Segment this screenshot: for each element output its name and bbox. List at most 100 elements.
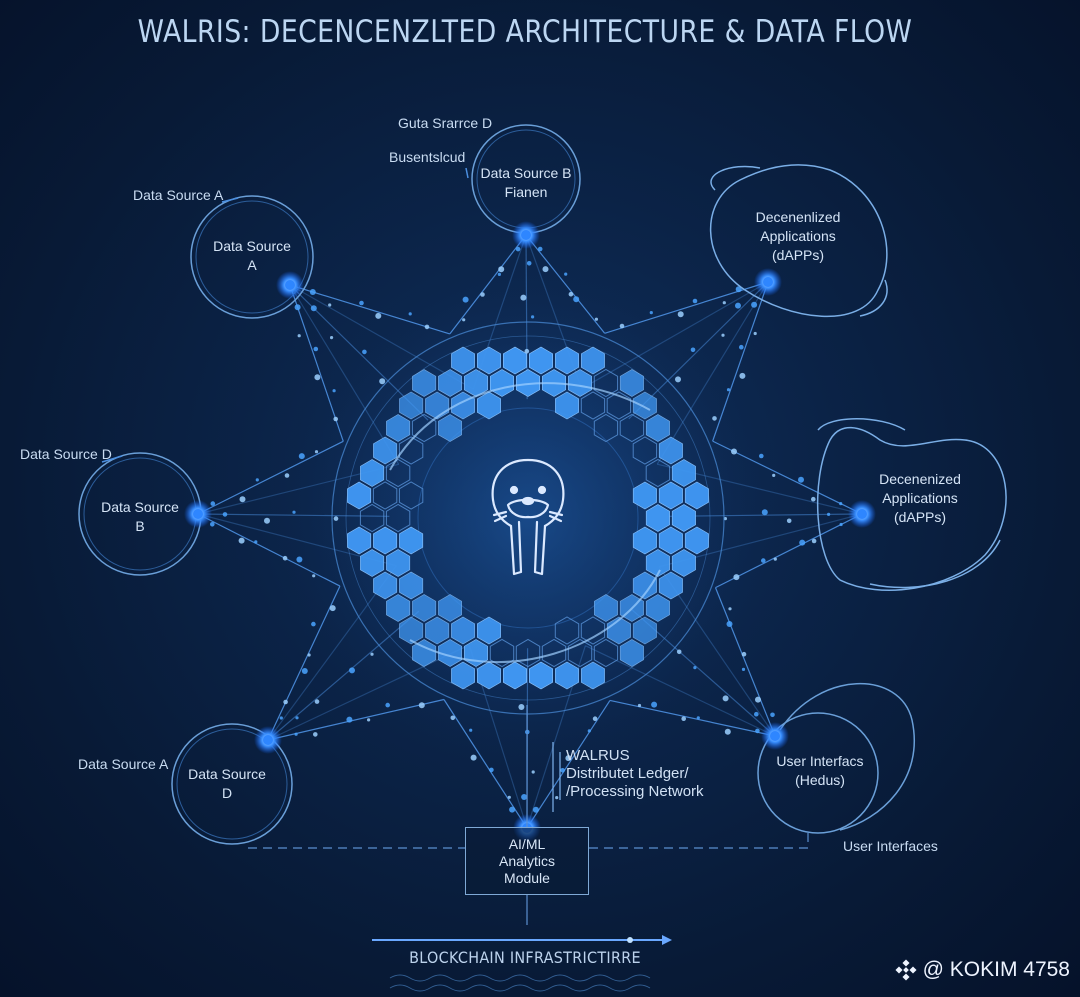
hexagon-cell — [684, 526, 709, 555]
hexagon-cell — [528, 661, 554, 690]
connection-line — [289, 284, 344, 442]
data-particle — [573, 296, 580, 303]
node-label-line: Data Source — [188, 766, 266, 782]
outer-label-top-a: Guta Srarrce D — [398, 115, 493, 131]
hexagon-cell — [451, 616, 476, 645]
hexagon-cell — [385, 503, 411, 533]
data-particle — [690, 347, 696, 353]
glow-swirl-bottom — [409, 569, 661, 663]
watermark: @ KOKIM 4758 — [895, 958, 1070, 982]
connection-line — [267, 565, 397, 741]
data-particle — [649, 311, 653, 315]
connection-line — [197, 513, 390, 517]
data-particle — [761, 509, 768, 516]
connection-line — [712, 281, 769, 442]
connection-line — [267, 585, 341, 741]
hexagon-cell — [658, 571, 683, 600]
data-particle — [309, 289, 316, 295]
outer-label-lower-left: Data Source A — [78, 756, 169, 772]
data-particle — [565, 755, 572, 762]
node-label-line: (Hedus) — [795, 772, 845, 788]
data-particle — [537, 246, 543, 252]
data-particle — [408, 312, 412, 316]
data-particle — [297, 334, 301, 338]
network-label-line: Distributet Ledger/ — [566, 765, 689, 782]
data-particle — [724, 728, 731, 735]
data-flow-particles — [210, 246, 843, 813]
hexagon-cell — [347, 526, 372, 555]
data-particle — [298, 453, 305, 460]
hexagon-cell — [580, 616, 606, 645]
outer-label-lower-right: User Interfaces — [843, 838, 938, 854]
hexagon-cell — [541, 638, 567, 668]
data-particle — [637, 703, 642, 708]
module-label-line: Module — [504, 869, 550, 886]
connection-line — [289, 284, 400, 465]
hexagon-node-grid — [347, 346, 709, 690]
data-particle — [307, 653, 311, 657]
data-particle — [330, 336, 334, 340]
data-particle — [560, 768, 565, 773]
node-label-line: Decenenlized — [755, 209, 841, 225]
data-particle — [507, 795, 511, 799]
data-particle — [375, 312, 382, 319]
hexagon-cell — [632, 616, 657, 645]
data-particle — [346, 716, 353, 723]
outer-label-left: Data Source D — [20, 446, 112, 462]
hub-dot — [263, 735, 273, 745]
hexagon-cell — [515, 369, 541, 397]
hexagon-cell — [554, 391, 580, 420]
connection-line — [525, 234, 606, 334]
data-particle — [526, 261, 532, 266]
hexagon-cell — [399, 391, 424, 420]
module-connectors — [248, 705, 809, 925]
node-label-upper-right: Decenenlized Applications (dAPPs) — [738, 208, 858, 265]
hexagon-cell — [593, 594, 618, 622]
data-particle — [515, 246, 521, 252]
hexagon-cell — [671, 504, 696, 532]
connection-line — [581, 281, 769, 390]
data-particle — [332, 389, 336, 393]
data-particle — [292, 510, 296, 514]
connection-line — [443, 699, 528, 829]
blockchain-infrastructure-label: BLOCKCHAIN INFRASTRICTIRRE — [409, 948, 641, 967]
module-label-line: Analytics — [498, 852, 556, 869]
data-particle — [521, 794, 528, 800]
hexagon-cell — [528, 346, 554, 375]
module-label-line: AI/ML — [508, 835, 546, 852]
data-particle — [313, 346, 319, 352]
hub-dot — [770, 731, 780, 741]
hexagon-cell — [476, 391, 502, 420]
network-label-line: WALRUS — [566, 747, 630, 764]
data-particle — [294, 732, 298, 736]
data-particle — [676, 649, 682, 655]
data-particle — [693, 666, 697, 670]
data-particle — [696, 716, 700, 720]
hexagon-cell — [412, 594, 437, 622]
node-label-line: (dAPPs) — [893, 509, 947, 525]
watermark-text: @ KOKIM 4758 — [922, 958, 1070, 981]
hexagon-cell — [619, 413, 645, 443]
hexagon-cell — [412, 639, 437, 667]
hexagon-cell — [373, 571, 398, 600]
hexagon-cell — [360, 459, 385, 487]
hexagon-cell — [619, 369, 644, 397]
data-particle — [301, 668, 308, 674]
data-particle — [839, 522, 843, 527]
node-label-line: Applications — [760, 228, 836, 244]
data-particle — [518, 704, 525, 710]
data-particle — [755, 728, 760, 734]
data-particle — [761, 558, 766, 563]
data-particle — [379, 378, 386, 385]
data-particle — [827, 512, 831, 517]
data-particle — [735, 286, 742, 293]
data-particle — [692, 298, 698, 304]
hexagon-cell — [438, 639, 463, 667]
connection-line — [585, 645, 776, 737]
hexagon-cell — [399, 526, 424, 555]
data-particle — [210, 501, 216, 506]
node-label-left: Data Source B — [80, 498, 200, 536]
data-particle — [311, 621, 316, 627]
hexagon-cell — [645, 594, 670, 622]
